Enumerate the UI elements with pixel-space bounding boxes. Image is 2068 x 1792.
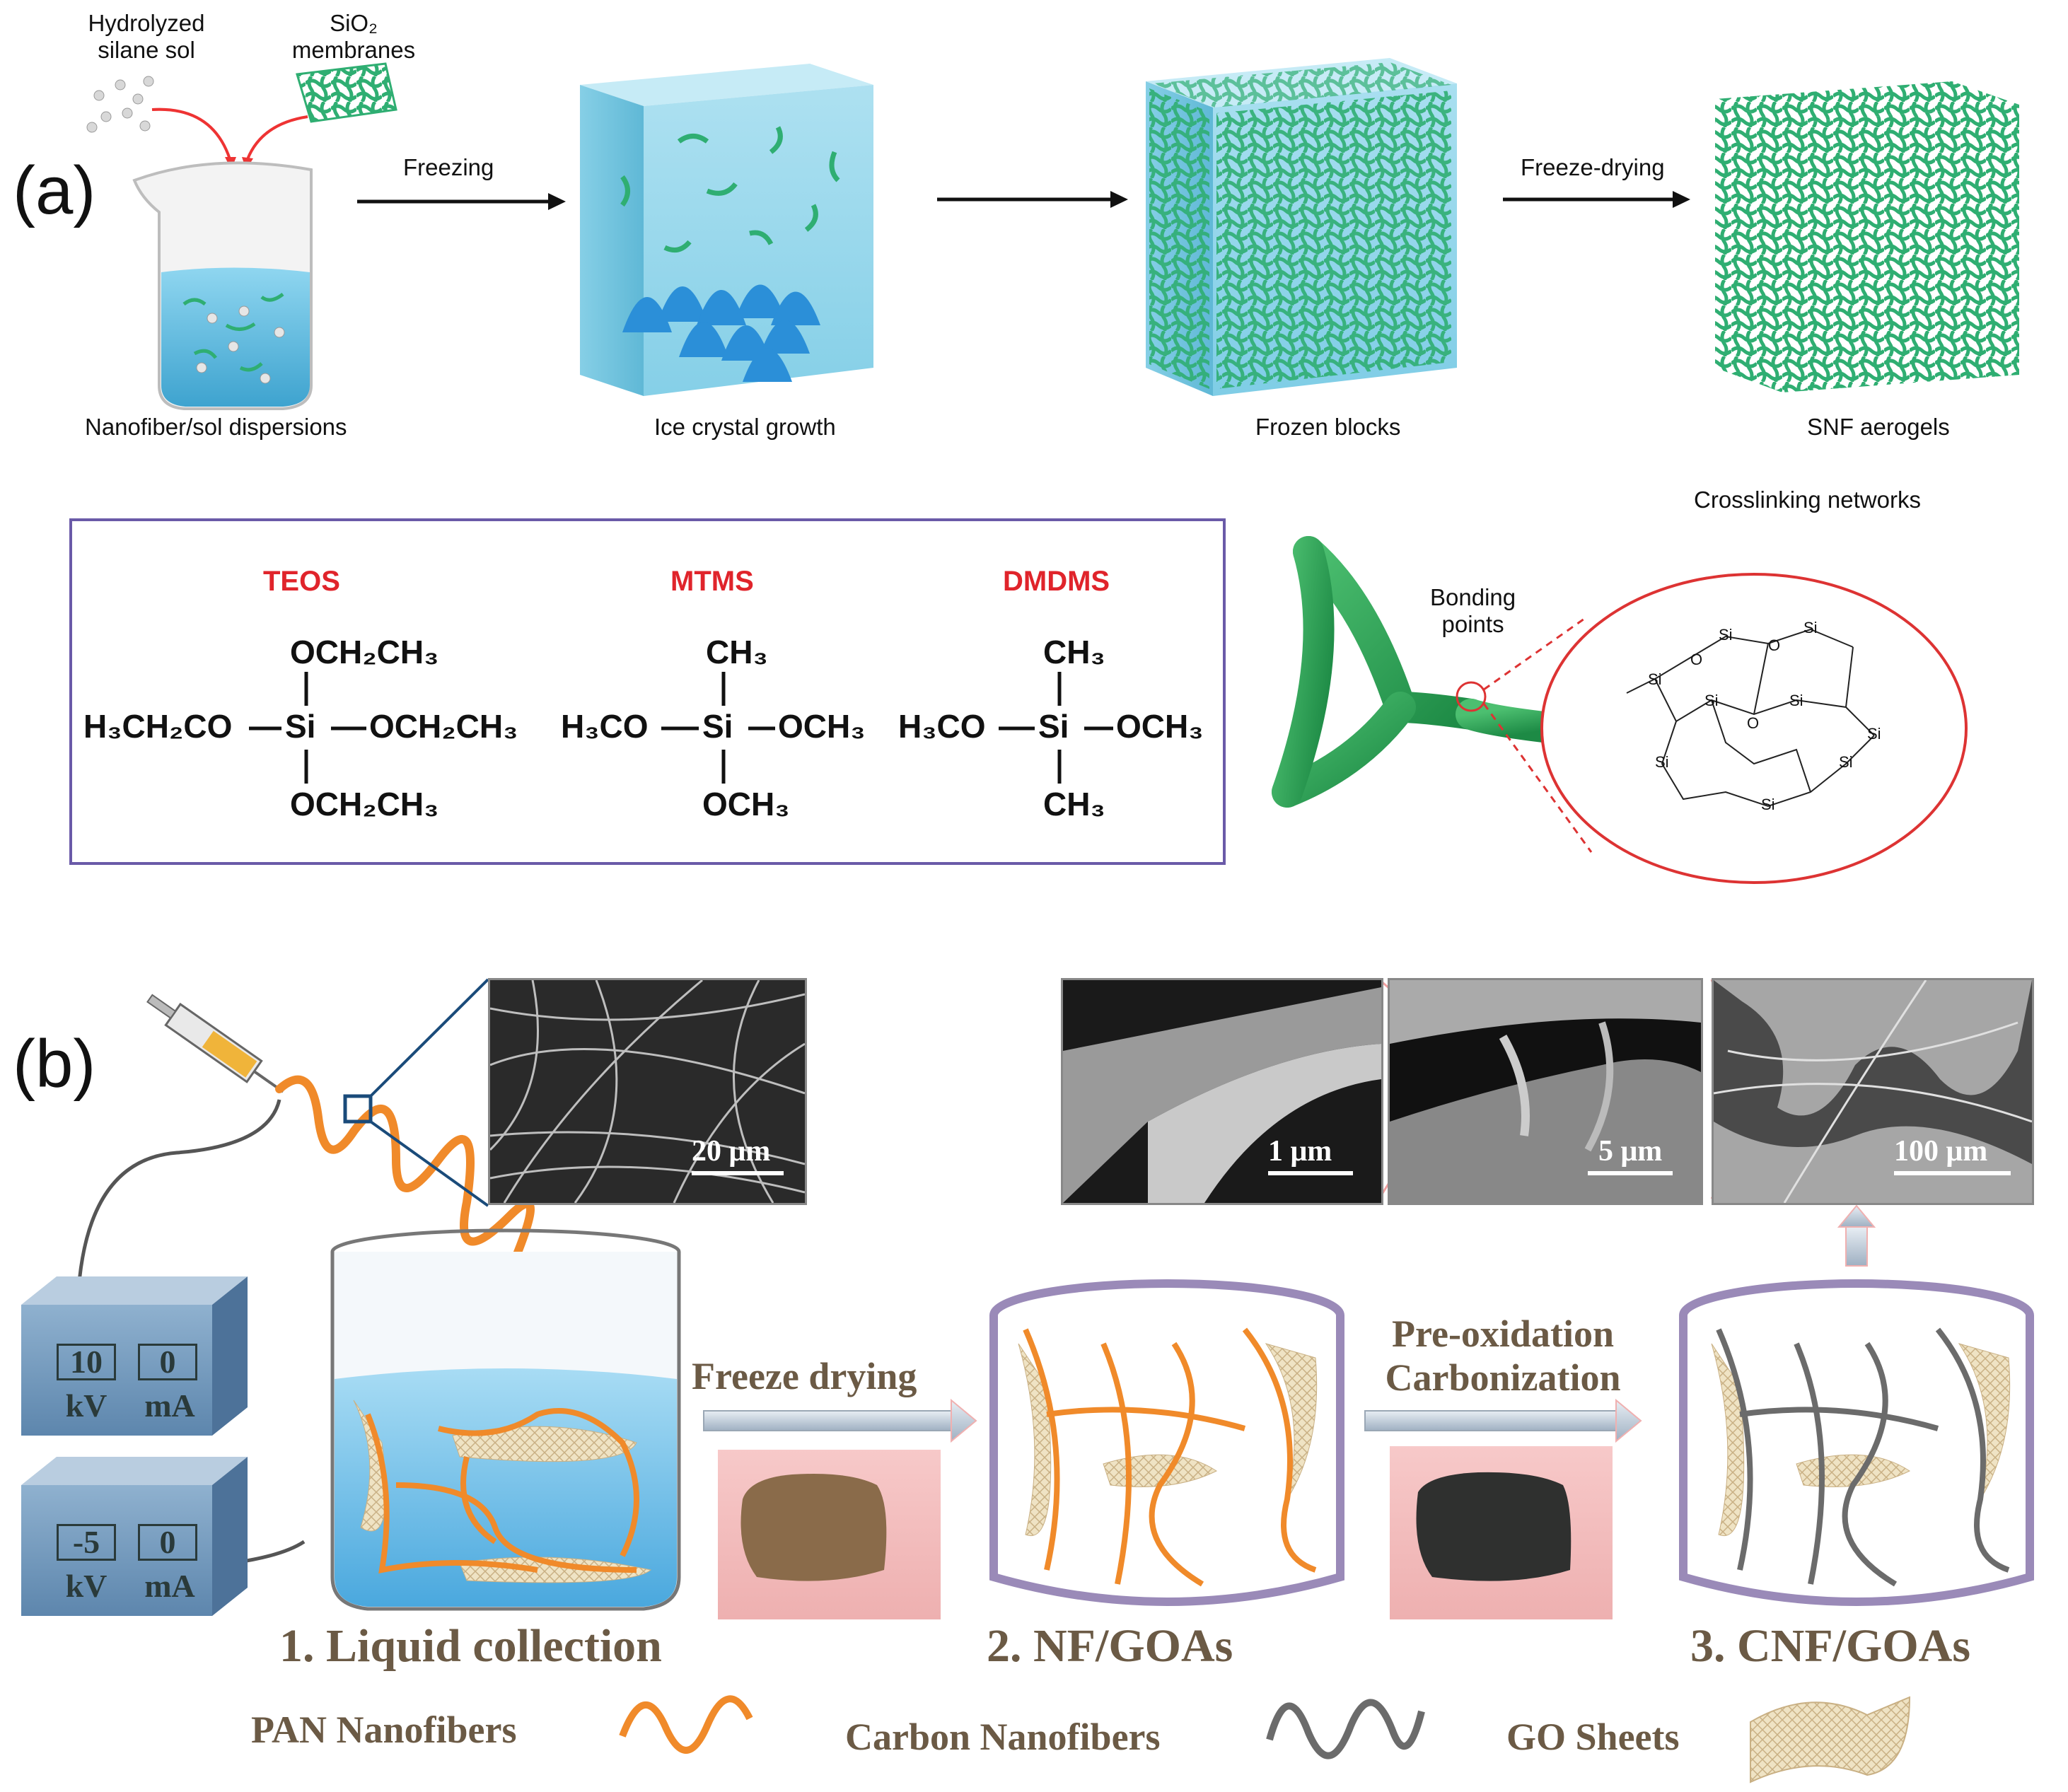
sol-label: Hydrolyzed silane sol — [88, 10, 205, 63]
legend-pan-nanofibers: PAN Nanofibers — [251, 1709, 517, 1751]
substituent-right: OCH₂CH₃ — [369, 708, 518, 745]
stage-label-dispersions: Nanofiber/sol dispersions — [85, 414, 347, 440]
svg-text:Si: Si — [1648, 670, 1662, 688]
stage-label-aerogels: SNF aerogels — [1807, 414, 1950, 440]
substituent-left: H₃CO — [561, 708, 649, 745]
sol-dots — [86, 76, 154, 133]
panel-a-illustrations — [86, 58, 2019, 410]
process-freeze-drying: Freeze drying — [692, 1355, 917, 1397]
svg-text:O: O — [1747, 714, 1759, 732]
substituent-right: OCH₃ — [778, 708, 866, 745]
sio2-membrane — [296, 62, 397, 123]
scale-label: 1 μm — [1268, 1135, 1332, 1168]
stage-label-frozen: Frozen blocks — [1255, 414, 1401, 440]
panel-b-tag: (b) — [13, 1026, 96, 1102]
precursor-name: TEOS — [263, 566, 340, 597]
panel-b-illustrations — [21, 978, 2034, 1784]
step-3-label: 3. CNF/GOAs — [1690, 1620, 1970, 1672]
collection-beaker — [330, 1228, 681, 1611]
legend-go-sheets: GO Sheets — [1506, 1716, 1680, 1758]
legend-carbon-nanofibers: Carbon Nanofibers — [845, 1716, 1161, 1758]
svg-text:Si: Si — [1867, 725, 1881, 743]
substituent-bottom: OCH₂CH₃ — [290, 786, 439, 822]
precursor-bonds — [249, 672, 1113, 784]
scale-label: 100 μm — [1894, 1135, 1988, 1168]
beaker-a — [132, 161, 313, 410]
silicon-atom: Si — [702, 708, 733, 745]
stage-label-ice: Ice crystal growth — [654, 414, 836, 440]
arrow-label-freezing: Freezing — [403, 154, 494, 180]
snf-aerogel — [1715, 81, 2019, 392]
ice-cube — [580, 64, 873, 396]
network-title: Crosslinking networks — [1694, 487, 1921, 513]
svg-text:Si: Si — [1803, 619, 1818, 636]
arrow-label-freeze-drying: Freeze-drying — [1521, 154, 1665, 180]
scale-label: 5 μm — [1598, 1135, 1663, 1168]
power-supply-bottom — [21, 1457, 248, 1616]
substituent-top: CH₃ — [706, 634, 768, 670]
svg-text:Si: Si — [1761, 796, 1775, 813]
power-supply-top — [21, 1276, 248, 1436]
svg-text:Si: Si — [1704, 692, 1719, 709]
substituent-bottom: OCH₃ — [702, 786, 790, 822]
voltage-unit: kV — [65, 1387, 108, 1424]
scale-label: 20 μm — [692, 1135, 771, 1168]
silicon-atom: Si — [1038, 708, 1069, 745]
cnf-goa-cylinder — [1679, 1279, 2034, 1606]
svg-text:Si: Si — [1655, 753, 1669, 771]
precursor-name: MTMS — [670, 566, 754, 597]
precursor-name: DMDMS — [1003, 566, 1110, 597]
sem-image-100um: 100 μm — [1712, 978, 2034, 1205]
frozen-block — [1146, 58, 1457, 396]
sem-image-1um: 1 μm — [1061, 978, 1383, 1205]
process-carbonization: Pre-oxidation Carbonization — [1385, 1313, 1621, 1399]
panel-a-tag: (a) — [13, 153, 96, 228]
svg-text:O: O — [1768, 636, 1780, 654]
substituent-left: H₃CO — [898, 708, 986, 745]
substituent-top: OCH₂CH₃ — [290, 634, 439, 670]
precursor-box — [69, 518, 1226, 865]
current-readout: 0 — [138, 1524, 197, 1561]
substituent-top: CH₃ — [1043, 634, 1105, 670]
voltage-readout: 10 — [57, 1344, 116, 1380]
svg-text:Si: Si — [1789, 692, 1803, 709]
sem-image-5um: 5 μm — [1388, 978, 1703, 1205]
silicon-atom: Si — [285, 708, 316, 745]
substituent-right: OCH₃ — [1116, 708, 1204, 745]
syringe-icon — [146, 994, 284, 1093]
nf-goa-cylinder — [989, 1279, 1344, 1606]
current-unit: mA — [144, 1568, 195, 1604]
current-readout: 0 — [138, 1344, 197, 1380]
voltage-unit: kV — [65, 1568, 108, 1604]
voltage-readout: -5 — [57, 1524, 116, 1561]
sem-image-pan-fibers: 20 μm — [488, 978, 807, 1205]
step-2-label: 2. NF/GOAs — [987, 1620, 1233, 1672]
svg-text:O: O — [1690, 651, 1702, 668]
membrane-label: SiO₂ membranes — [291, 10, 416, 63]
bonding-points-label: Bonding points — [1430, 584, 1516, 637]
substituent-bottom: CH₃ — [1043, 786, 1105, 822]
svg-text:Si: Si — [1719, 626, 1733, 644]
step-1-label: 1. Liquid collection — [279, 1620, 662, 1672]
svg-text:Si: Si — [1839, 753, 1853, 771]
substituent-left: H₃CH₂CO — [83, 708, 233, 745]
current-unit: mA — [144, 1387, 195, 1424]
